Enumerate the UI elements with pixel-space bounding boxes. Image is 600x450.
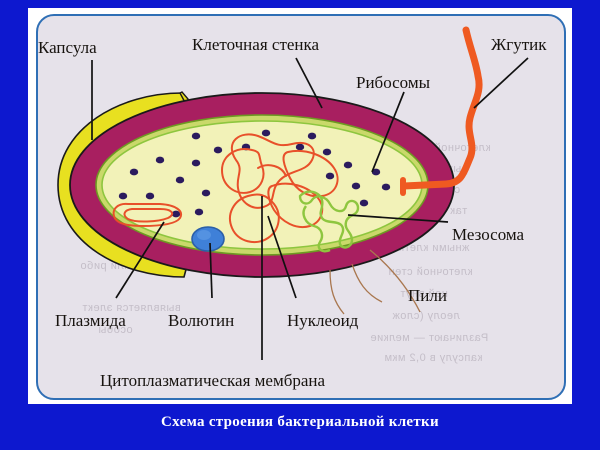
label-volyutin: Волютин	[168, 311, 235, 330]
label-stenka: Клеточная стенка	[192, 35, 320, 54]
showthrough-line: Различают — мелкие	[370, 332, 489, 344]
label-mezosoma: Мезосома	[452, 225, 525, 244]
scanned-page-area: клеточной стенки рых наружная состоящий так…	[36, 14, 566, 400]
showthrough-line: клеточной стен	[388, 266, 473, 278]
label-pili: Пили	[408, 286, 447, 305]
showthrough-line: одного слоя	[94, 182, 162, 194]
showthrough-line: находится	[98, 157, 155, 169]
figure-caption: Схема строения бактериальной клетки	[161, 414, 439, 430]
showthrough-line: леолу (слож	[392, 310, 460, 322]
label-ribosomy: Рибосомы	[356, 73, 431, 92]
label-plazmida: Плазмида	[55, 311, 126, 330]
label-kapsula: Капсула	[38, 38, 97, 57]
showthrough-line: так что одно	[398, 205, 468, 217]
showthrough-line: состоящий	[400, 184, 461, 196]
showthrough-line: клеточной стенки	[394, 142, 491, 154]
label-zhgutik: Жгутик	[491, 35, 547, 54]
showthrough-line: зована в	[102, 132, 150, 144]
showthrough-line: капсулу в 0,2 мкм	[384, 352, 483, 364]
showthrough-line: рибосомы или рибо	[80, 260, 190, 272]
showthrough-line: рых наружная	[390, 163, 468, 175]
label-membrana: Цитоплазматическая мембрана	[100, 371, 326, 390]
label-nukleoid: Нуклеоид	[287, 311, 359, 330]
showthrough-line: лизуется то	[98, 207, 163, 219]
